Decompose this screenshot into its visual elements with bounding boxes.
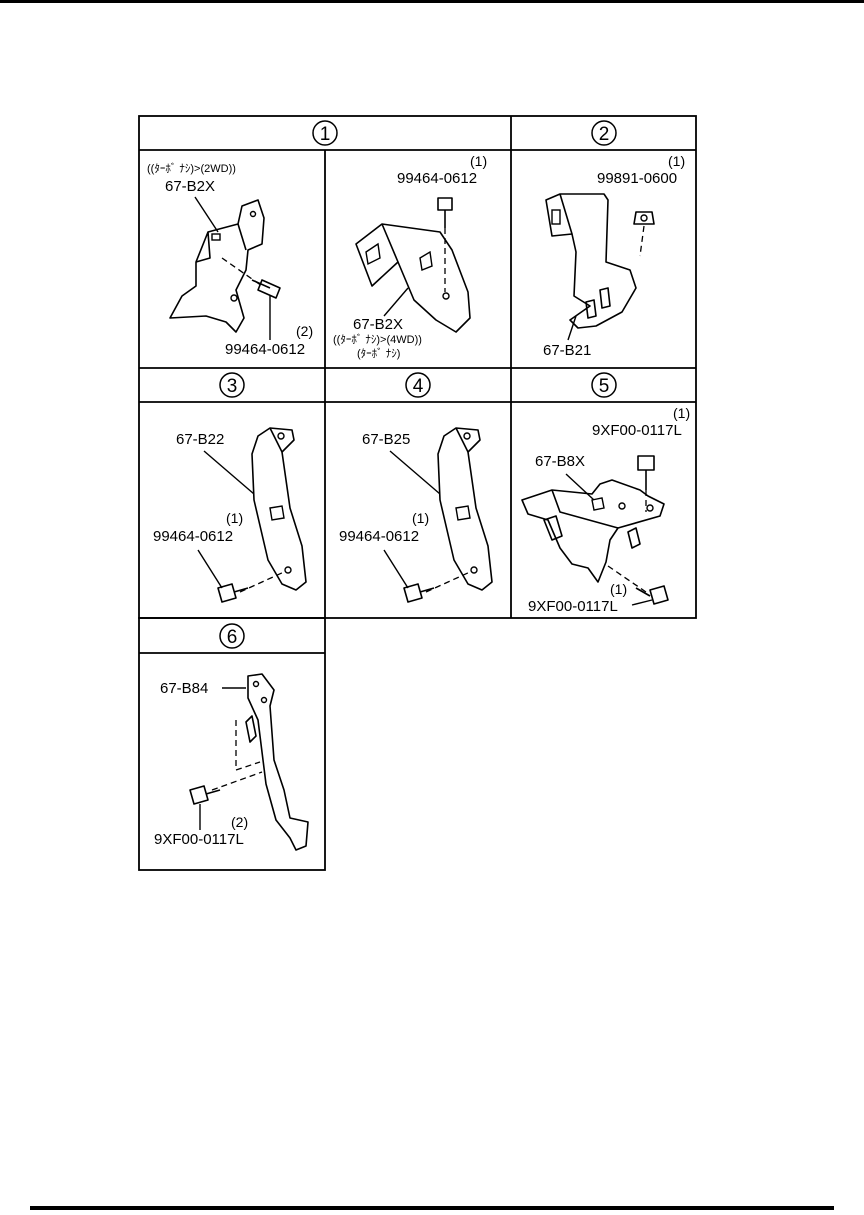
- bolt-bottom-qty: (1): [610, 581, 627, 597]
- bolt-pn-2wd: 99464-0612: [225, 341, 305, 358]
- bracket-67-b8x: [521, 479, 665, 583]
- bolt-qty-b22: (1): [226, 510, 243, 526]
- svg-text:3: 3: [227, 376, 238, 397]
- bolt-pn-b25: 99464-0612: [339, 528, 419, 545]
- bolt-qty-2wd: (2): [296, 323, 313, 339]
- nut-pn: 99891-0600: [597, 170, 677, 187]
- bracket-67-b21: [545, 193, 637, 329]
- callout-2: 2: [591, 120, 617, 146]
- cell-4: 67-B25 (1) 99464-0612: [339, 427, 493, 603]
- svg-text:4: 4: [413, 376, 424, 397]
- svg-text:5: 5: [599, 376, 610, 397]
- bolt-2wd: [251, 279, 281, 299]
- part-label-67-b84: 67-B84: [160, 680, 208, 697]
- bracket-67-b2x-4wd: [355, 223, 471, 333]
- bracket-67-b84: [245, 673, 309, 851]
- bracket-67-b22: [251, 427, 307, 591]
- bolt-pn-b22: 99464-0612: [153, 528, 233, 545]
- cell-3: 67-B22 (1) 99464-0612: [153, 427, 307, 603]
- bolt-qty-b84: (2): [231, 814, 248, 830]
- callout-6: 6: [219, 623, 245, 649]
- callout-1: 1: [312, 120, 338, 146]
- bracket-67-b25: [437, 427, 493, 591]
- bolt-bottom-pn: 9XF00-0117L: [528, 598, 618, 615]
- bolt-top: [637, 455, 655, 490]
- callout-3: 3: [219, 372, 245, 398]
- callout-5: 5: [591, 372, 617, 398]
- note-2wd: ((ﾀｰﾎﾞ ﾅｼ)>(2WD)): [147, 162, 236, 175]
- svg-text:1: 1: [320, 124, 331, 145]
- cell-5: (1) 9XF00-0117L 67-B8X (1) 9XF00-0117L: [521, 405, 690, 615]
- cell-1b: (1) 99464-0612 67-B2X ((ﾀｰﾎﾞ ﾅｼ)>(4WD)) …: [333, 153, 487, 360]
- part-label-67-b2x-2wd: 67-B2X: [165, 178, 215, 195]
- cell-2: (1) 99891-0600 67-B21: [543, 153, 685, 359]
- note-turbo: (ﾀｰﾎﾞ ﾅｼ): [357, 347, 400, 360]
- top-rule: [0, 0, 864, 3]
- bolt-qty-b25: (1): [412, 510, 429, 526]
- part-label-67-b22: 67-B22: [176, 431, 224, 448]
- bolt-bottom: [635, 585, 669, 605]
- bolt-b22: [217, 583, 249, 603]
- nut-qty: (1): [668, 153, 685, 169]
- part-label-67-b8x: 67-B8X: [535, 453, 585, 470]
- table-frame: [138, 115, 697, 871]
- bolt-top-qty: (1): [673, 405, 690, 421]
- bolt-pn-4wd: 99464-0612: [397, 170, 477, 187]
- bolt-top-pn: 9XF00-0117L: [592, 422, 682, 439]
- cell-6: 67-B84 (2) 9XF00-0117L: [154, 673, 309, 851]
- bottom-rule: [30, 1206, 834, 1210]
- bolt-b84: [189, 785, 221, 805]
- note-4wd: ((ﾀｰﾎﾞ ﾅｼ)>(4WD)): [333, 333, 422, 346]
- nut: [633, 211, 655, 225]
- bolt-qty-4wd: (1): [470, 153, 487, 169]
- part-label-67-b21: 67-B21: [543, 342, 591, 359]
- bolt-b25: [403, 583, 435, 603]
- bracket-67-b2x-2wd: [169, 199, 265, 333]
- callout-4: 4: [405, 372, 431, 398]
- bolt-pn-b84: 9XF00-0117L: [154, 831, 244, 848]
- part-label-67-b2x-4wd: 67-B2X: [353, 316, 403, 333]
- part-label-67-b25: 67-B25: [362, 431, 410, 448]
- svg-text:6: 6: [227, 627, 238, 648]
- svg-text:2: 2: [599, 124, 610, 145]
- cell-1a: ((ﾀｰﾎﾞ ﾅｼ)>(2WD)) 67-B2X (2) 99464-0612: [147, 162, 313, 358]
- bolt-4wd: [437, 197, 453, 228]
